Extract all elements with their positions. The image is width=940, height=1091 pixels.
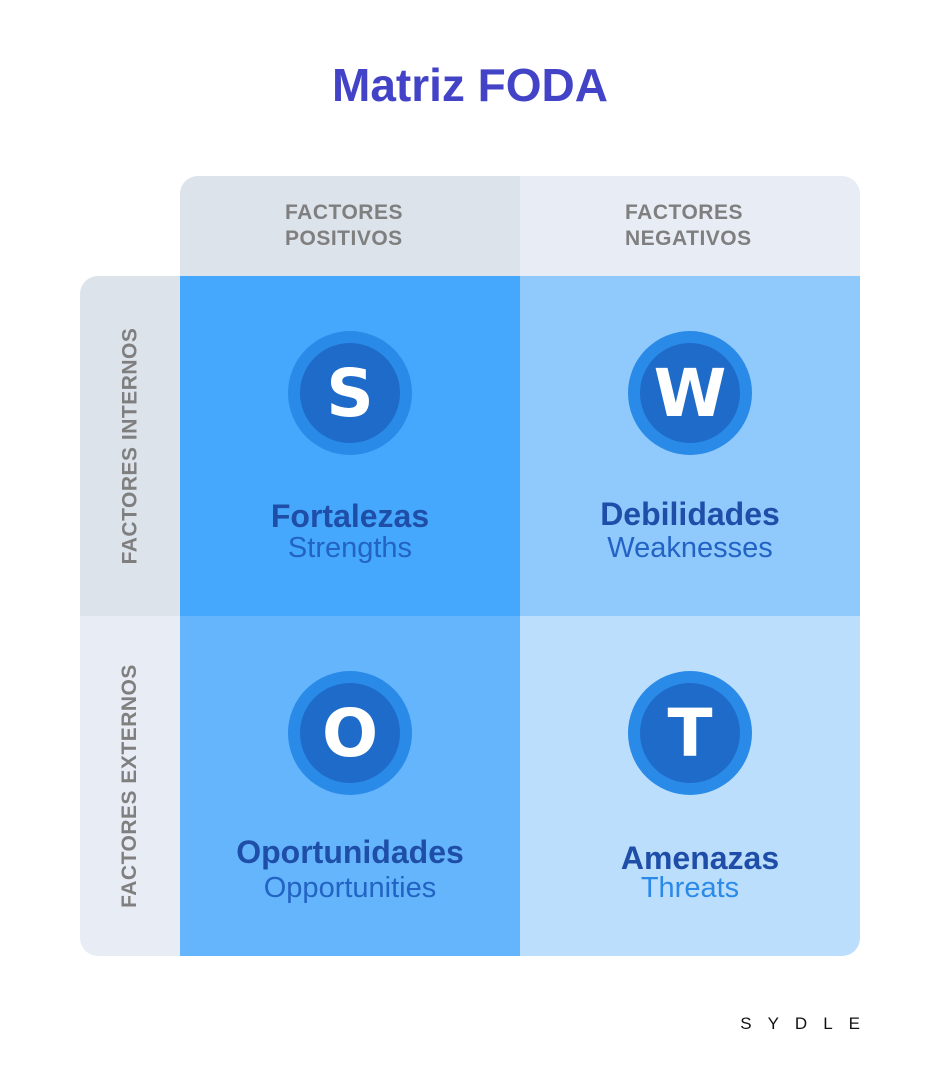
quadrant-strengths: S Fortalezas Strengths	[180, 276, 520, 616]
quadrant-threats: T Amenazas Threats	[520, 616, 860, 956]
header-positive: FACTORES POSITIVOS	[180, 176, 520, 276]
t-badge-icon: T	[628, 671, 752, 795]
header-negative: FACTORES NEGATIVOS	[520, 176, 860, 276]
page-title: Matriz FODA	[332, 59, 608, 111]
quadrant-opportunities: O Oportunidades Opportunities	[180, 616, 520, 956]
row-internal: FACTORES INTERNOS	[80, 276, 180, 616]
quadrant-weaknesses: W Debilidades Weaknesses	[520, 276, 860, 616]
o-badge-icon: O	[288, 671, 412, 795]
sydle-logo: SYDLE	[740, 1014, 876, 1033]
row-external: FACTORES EXTERNOS	[80, 616, 180, 956]
s-badge-icon: S	[288, 331, 412, 455]
w-badge-icon: W	[628, 331, 752, 455]
